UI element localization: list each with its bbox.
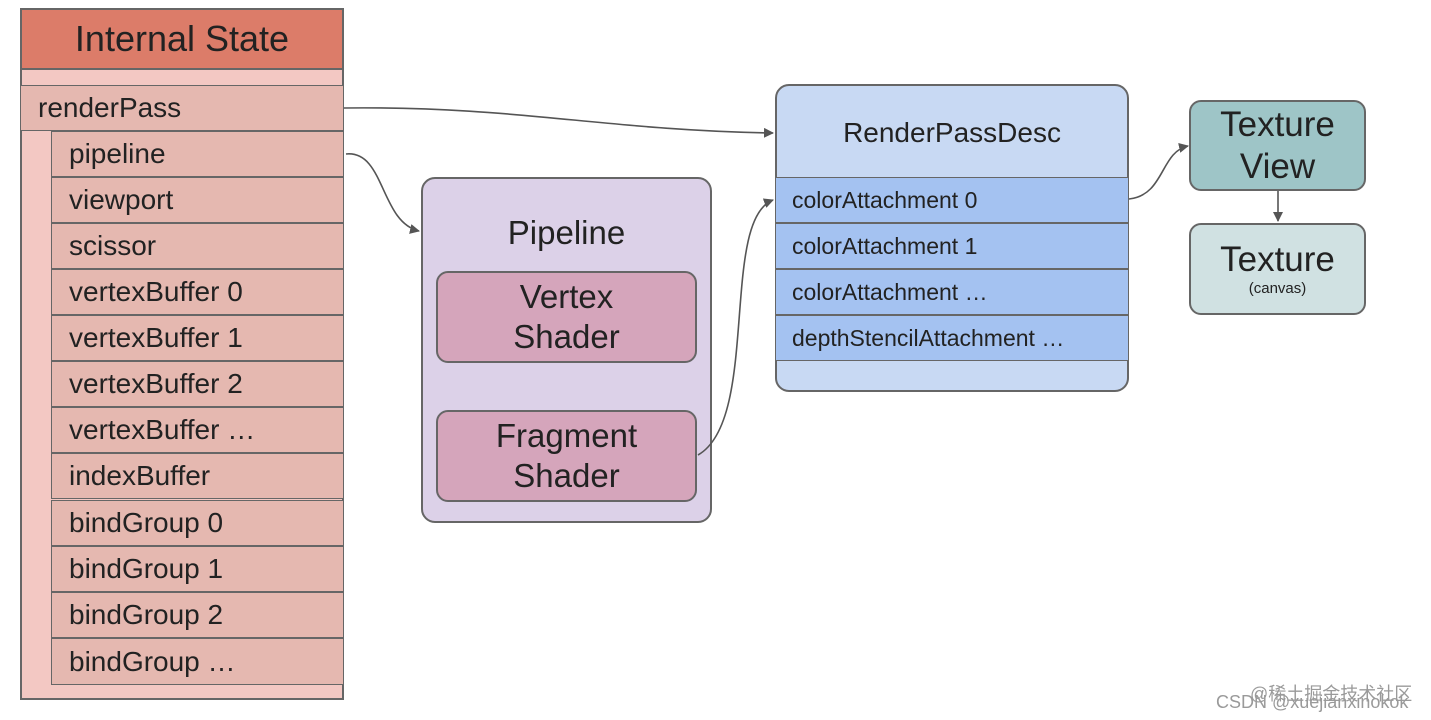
fragment-shader-line-2: Shader [513, 457, 620, 494]
color-attachment-0: colorAttachment 0 [775, 177, 1129, 223]
state-item-bind-group-0: bindGroup 0 [51, 500, 344, 546]
state-item-vertex-buffer-1: vertexBuffer 1 [51, 315, 344, 361]
state-item-bind-group-2: bindGroup 2 [51, 592, 344, 638]
fragment-shader-line-1: Fragment [495, 417, 638, 455]
color-attachment-to-view-arrow [1128, 143, 1189, 200]
texture-view-line-2: View [1239, 146, 1316, 186]
vertex-shader-line-2: Shader [513, 318, 620, 355]
texture-view-line-1: Texture [1220, 105, 1335, 145]
color-attachment-more: colorAttachment … [775, 269, 1129, 315]
state-item-vertex-buffer-0: vertexBuffer 0 [51, 269, 344, 315]
pipeline-arrow [345, 153, 420, 234]
watermark-line-2: CSDN @xuejianxinokok [1216, 692, 1409, 712]
watermark-line-1: @稀土掘金技术社区 [1250, 684, 1413, 704]
fragment-shader-box: Fragment Shader [436, 410, 697, 502]
state-item-scissor: scissor [51, 223, 344, 269]
state-item-bind-group-more: bindGroup … [51, 638, 344, 685]
texture-view-box: Texture View [1189, 100, 1366, 191]
state-item-viewport: viewport [51, 177, 344, 223]
state-item-bind-group-1: bindGroup 1 [51, 546, 344, 592]
state-item-index-buffer: indexBuffer [51, 453, 344, 499]
fragment-output-arrow [697, 198, 774, 456]
state-item-vertex-buffer-2: vertexBuffer 2 [51, 361, 344, 407]
render-pass-row: renderPass [20, 85, 344, 131]
pipeline-title: Pipeline [507, 214, 626, 251]
render-pass-desc-title: RenderPassDesc [843, 117, 1061, 148]
texture-title: Texture [1220, 240, 1335, 280]
state-item-vertex-buffer-more: vertexBuffer … [51, 407, 344, 453]
internal-state-title: Internal State [20, 8, 344, 70]
state-item-pipeline: pipeline [51, 131, 344, 177]
color-attachment-1: colorAttachment 1 [775, 223, 1129, 269]
depth-stencil-attachment: depthStencilAttachment … [775, 315, 1129, 361]
vertex-shader-line-1: Vertex [519, 278, 614, 316]
render-pass-arrow [343, 107, 774, 138]
vertex-shader-box: Vertex Shader [436, 271, 697, 363]
texture-box: Texture (canvas) [1189, 223, 1366, 315]
texture-subtitle: (canvas) [1248, 279, 1307, 297]
